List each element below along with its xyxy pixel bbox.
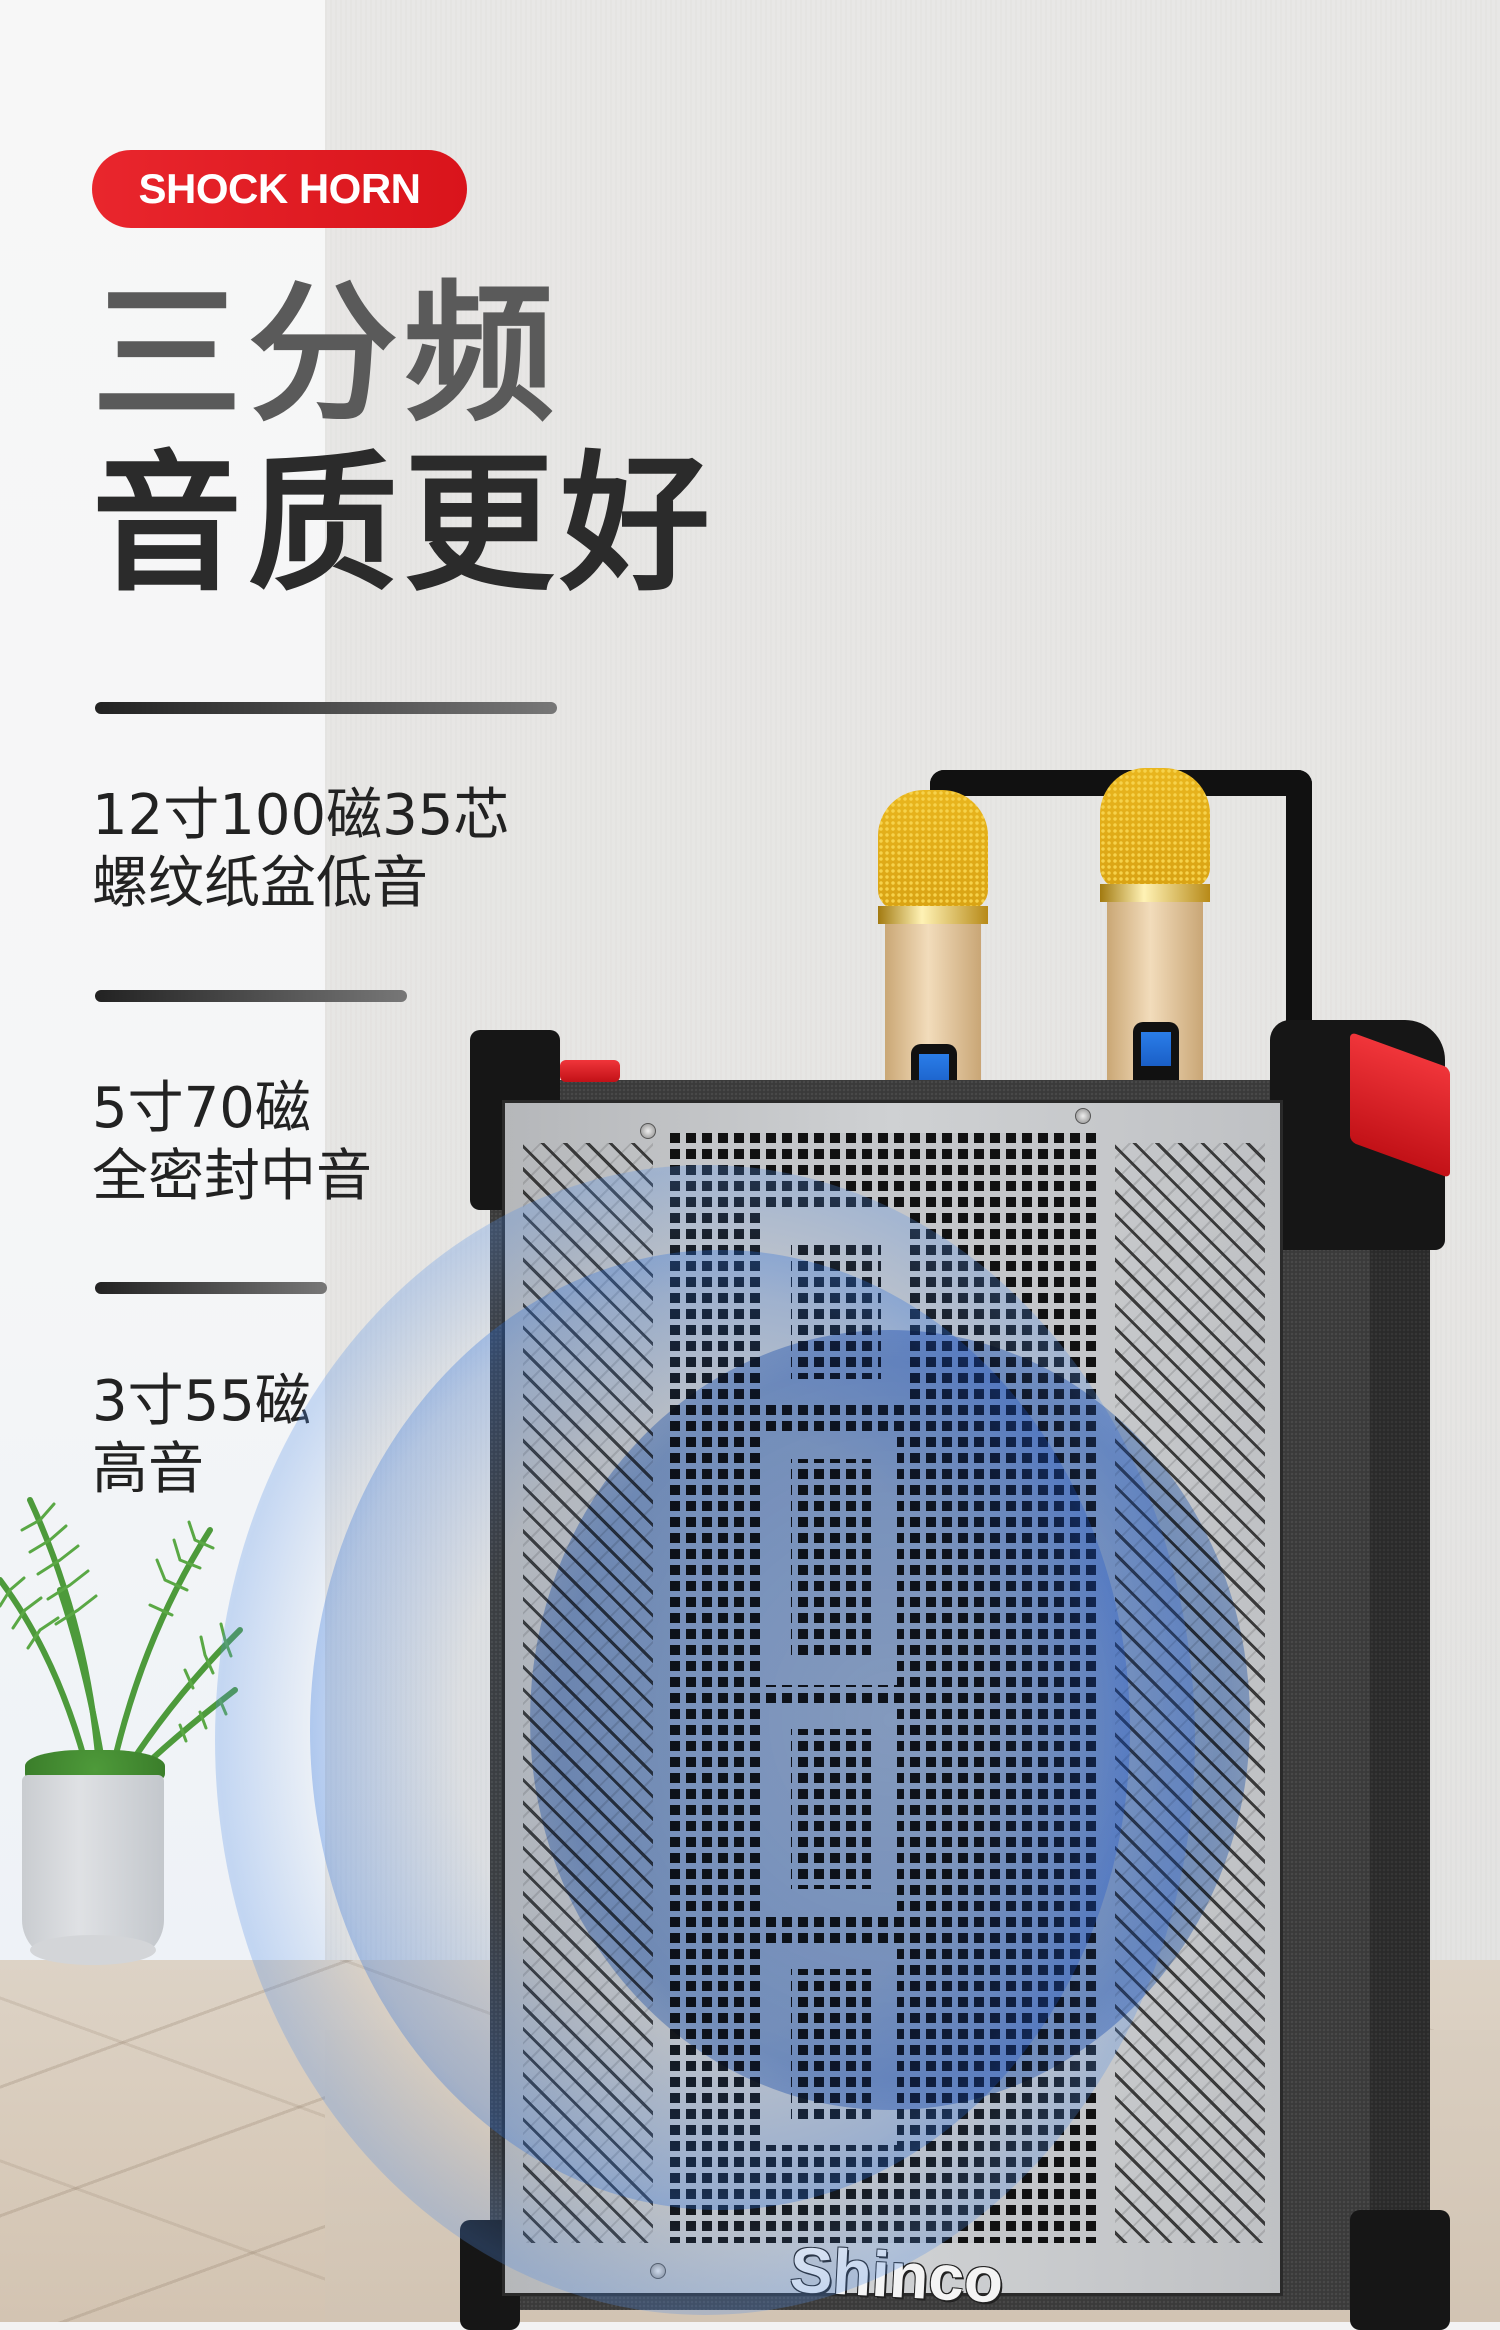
wireless-microphone-right	[1100, 768, 1210, 1082]
spec-midrange: 5寸70磁 全密封中音	[92, 1075, 372, 1211]
fret-pattern	[765, 1433, 897, 1685]
spec-tweeter-line1: 3寸55磁	[92, 1369, 311, 1434]
spec-woofer-line1: 12寸100磁35芯	[92, 783, 510, 848]
herringbone-grille-right	[1115, 1143, 1265, 2243]
badge-label: SHOCK HORN	[138, 165, 421, 212]
potted-fern-image	[0, 1497, 243, 1783]
divider-2	[95, 990, 407, 1002]
headline-line-1: 三分频	[92, 268, 561, 442]
plant-pot	[22, 1775, 164, 1960]
side-handle-left	[560, 1060, 620, 1082]
divider-1	[95, 702, 557, 714]
background-wall-left	[0, 0, 325, 1970]
brand-logo: Shinco	[788, 2233, 1006, 2317]
screw-icon	[640, 1123, 656, 1139]
speaker-front-grille: Shinco	[502, 1100, 1283, 2317]
spec-tweeter-line2: 高音	[92, 1437, 204, 1502]
fret-pattern	[765, 1703, 897, 1915]
speaker-product-image: Shinco	[460, 1020, 1470, 2330]
mic-grille	[1100, 768, 1210, 888]
plant-pot-saucer	[30, 1935, 156, 1965]
screw-icon	[650, 2263, 666, 2279]
fret-pattern	[765, 1943, 897, 2145]
spec-woofer-line2: 螺纹纸盆低音	[92, 851, 428, 916]
fret-pattern	[765, 1213, 907, 1405]
mic-grille	[878, 790, 988, 910]
spec-midrange-line1: 5寸70磁	[92, 1076, 311, 1141]
spec-tweeter: 3寸55磁 高音	[92, 1368, 311, 1504]
screw-icon	[1075, 1108, 1091, 1124]
spec-woofer: 12寸100磁35芯 螺纹纸盆低音	[92, 782, 509, 918]
mic-lcd-screen	[1133, 1022, 1179, 1082]
spec-midrange-line2: 全密封中音	[92, 1144, 372, 1209]
divider-3	[95, 1282, 327, 1294]
shock-horn-badge: SHOCK HORN	[92, 150, 467, 228]
corner-guard-bottom-right	[1350, 2210, 1450, 2330]
headline-line-2: 音质更好	[92, 438, 717, 612]
herringbone-grille-left	[523, 1143, 653, 2243]
